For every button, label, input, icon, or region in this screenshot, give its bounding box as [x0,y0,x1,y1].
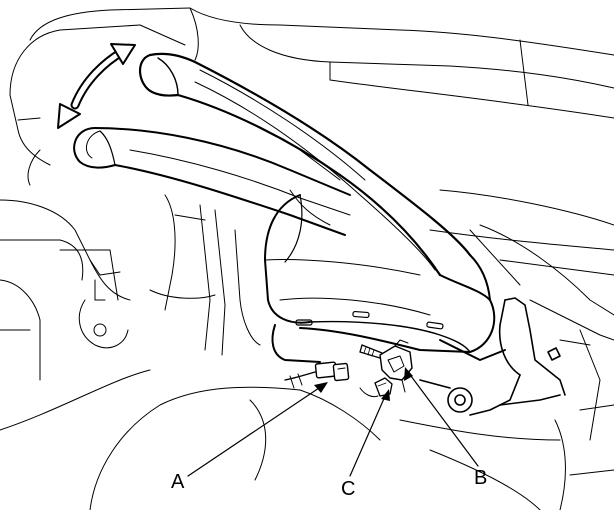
brake-lever-lowered [73,127,351,236]
brake-lever-raised [139,52,472,277]
terminal-c [359,377,393,398]
background-structure [0,7,614,510]
leader-arrowheads [314,367,413,401]
motion-arrow [57,43,136,129]
leader-c [349,393,387,477]
callout-label-a: A [171,471,185,493]
lever-housing [264,194,506,363]
mounting-bracket [419,297,566,416]
leader-a [187,385,323,477]
callout-label-c: C [341,478,356,500]
callout-label-b: B [474,467,488,489]
callout-leaders [187,371,479,477]
leader-b [407,371,479,467]
connector-a [284,361,350,389]
bolt [359,344,383,359]
